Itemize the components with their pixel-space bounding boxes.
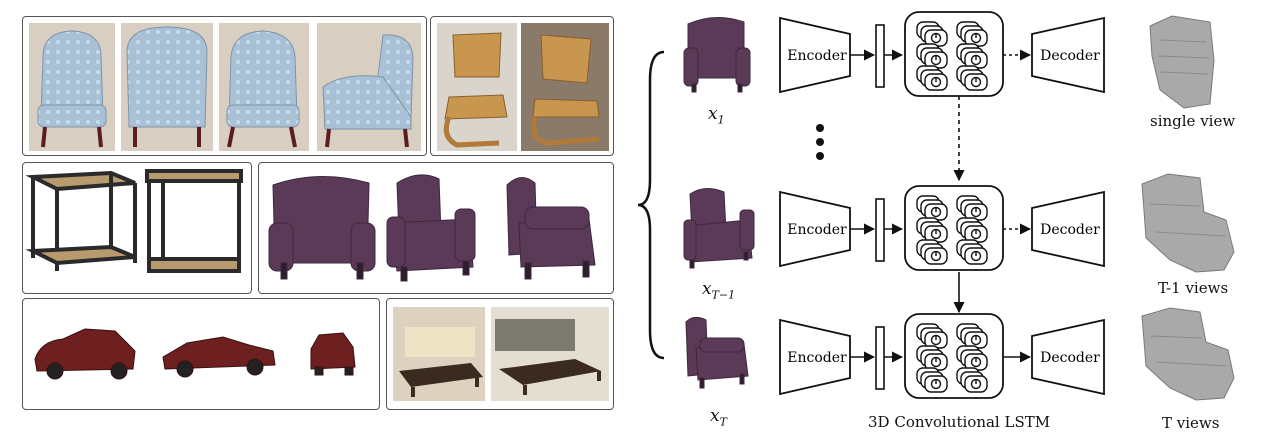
voxel-output-3 [1141,307,1235,401]
side-table-photos [25,169,243,273]
input-chair-side-3 [685,316,749,389]
wooden-chair-photos [437,23,609,151]
encoder-label-3: Encoder [787,350,847,366]
decoder-label-3: Decoder [1040,350,1100,366]
input-chair-front-1 [683,17,751,93]
encoder-block-3 [779,318,851,396]
encoder-label-2: Encoder [787,222,847,238]
row-3 [685,307,1235,401]
feature-vector-1 [875,24,885,88]
decoder-label-1: Decoder [1040,48,1100,64]
panel-car [22,298,380,410]
encoder-label-1: Encoder [787,48,847,64]
decoder-block-2 [1031,190,1105,268]
input-label-1: x1 [708,104,725,127]
row-1 [683,12,1215,109]
encoder-block-1 [779,16,851,94]
output-label-2: T-1 views [1158,279,1229,297]
panel-side-table [22,162,252,294]
output-label-1: single view [1150,112,1236,130]
lstm-caption: 3D Convolutional LSTM [868,413,1051,431]
panel-coffee-table [386,298,614,410]
purple-armchair-photos [268,174,596,282]
panel-blue-armchair [22,16,427,156]
lstm-grid-2 [905,186,1003,270]
input-label-2: xT−1 [702,279,736,302]
car-photos [34,328,356,380]
lstm-grid-3 [905,314,1003,398]
voxel-output-2 [1141,173,1235,273]
lstm-grid-1 [905,12,1003,96]
output-label-3: T views [1162,414,1220,432]
input-chair-angle-2 [683,188,755,269]
coffee-table-photos [393,307,609,401]
encoder-block-2 [779,190,851,268]
grouping-brace [637,50,665,360]
vertical-ellipsis-icon [816,124,824,160]
blue-armchair-photos [29,23,421,151]
input-label-3: xT [710,406,727,429]
feature-vector-2 [875,198,885,262]
decoder-block-1 [1031,16,1105,94]
voxel-output-1 [1149,15,1215,109]
panel-purple-armchair [258,162,614,294]
row-2 [683,173,1235,273]
feature-vector-3 [875,326,885,390]
decoder-label-2: Decoder [1040,222,1100,238]
decoder-block-3 [1031,318,1105,396]
panel-wooden-chair [430,16,614,156]
